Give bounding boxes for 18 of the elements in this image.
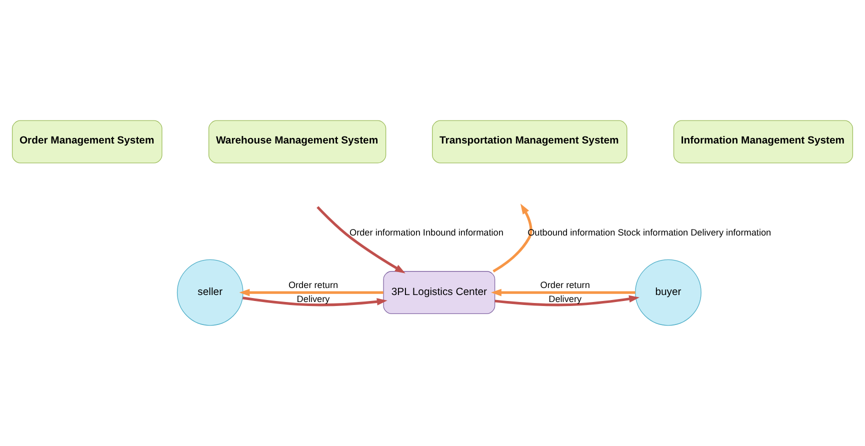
node-box: Order Management System [12, 120, 162, 164]
node-box: Transportation Management System [432, 120, 628, 164]
edge-label: Order information Inbound information [350, 228, 504, 238]
edge-label: Delivery [296, 294, 330, 304]
arrow [239, 288, 384, 296]
node-box: Warehouse Management System [208, 120, 386, 164]
edge-label: Order return [288, 280, 338, 290]
edge-label: Delivery [548, 294, 582, 304]
arrow [492, 204, 532, 272]
node-circle: seller [176, 259, 244, 326]
node-box: Information Management System [673, 120, 854, 164]
arrow [494, 295, 640, 306]
node-circle: buyer [635, 259, 702, 326]
arrow [242, 296, 388, 306]
arrow [490, 288, 636, 296]
arrow [316, 206, 406, 274]
node-box: 3PL Logistics Center [383, 271, 496, 314]
edge-label: Order return [540, 280, 590, 290]
